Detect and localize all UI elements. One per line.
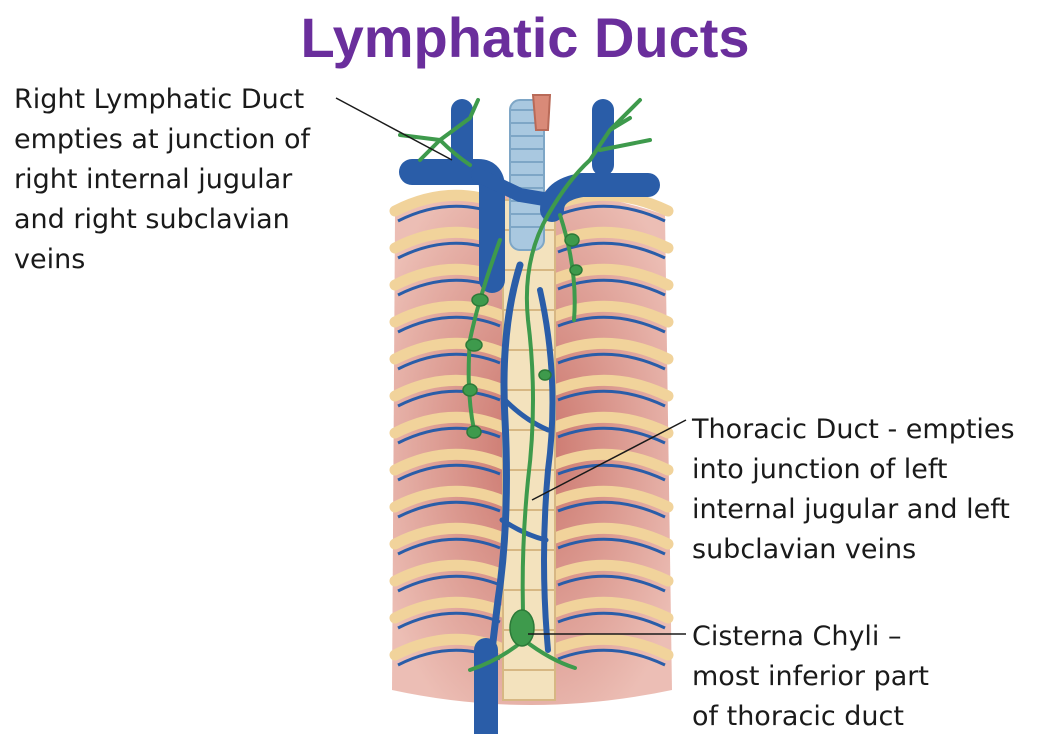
label-line: of thoracic duct: [692, 697, 929, 737]
label-line: veins: [14, 240, 310, 280]
label-right-lymphatic-duct: Right Lymphatic Duct empties at junction…: [14, 80, 310, 280]
lymph-node: [466, 339, 482, 351]
label-line: most inferior part: [692, 657, 929, 697]
label-line: Right Lymphatic Duct: [14, 80, 310, 120]
label-line: internal jugular and left: [692, 490, 1015, 530]
label-line: and right subclavian: [14, 200, 310, 240]
label-line: subclavian veins: [692, 530, 1015, 570]
cisterna-chyli: [510, 610, 534, 646]
lymph-node: [463, 384, 477, 396]
label-cisterna-chyli: Cisterna Chyli – most inferior part of t…: [692, 617, 929, 737]
label-line: Thoracic Duct - empties: [692, 410, 1015, 450]
label-line: right internal jugular: [14, 160, 310, 200]
lymph-node: [539, 370, 551, 380]
lymph-node: [467, 426, 481, 438]
label-thoracic-duct: Thoracic Duct - empties into junction of…: [692, 410, 1015, 570]
label-line: into junction of left: [692, 450, 1015, 490]
label-line: empties at junction of: [14, 120, 310, 160]
lymph-node: [570, 265, 582, 275]
label-line: Cisterna Chyli –: [692, 617, 929, 657]
leader-right-duct: [336, 98, 452, 160]
lymph-node: [565, 234, 579, 246]
lymph-node: [472, 294, 488, 306]
carotid-artery: [533, 95, 550, 130]
